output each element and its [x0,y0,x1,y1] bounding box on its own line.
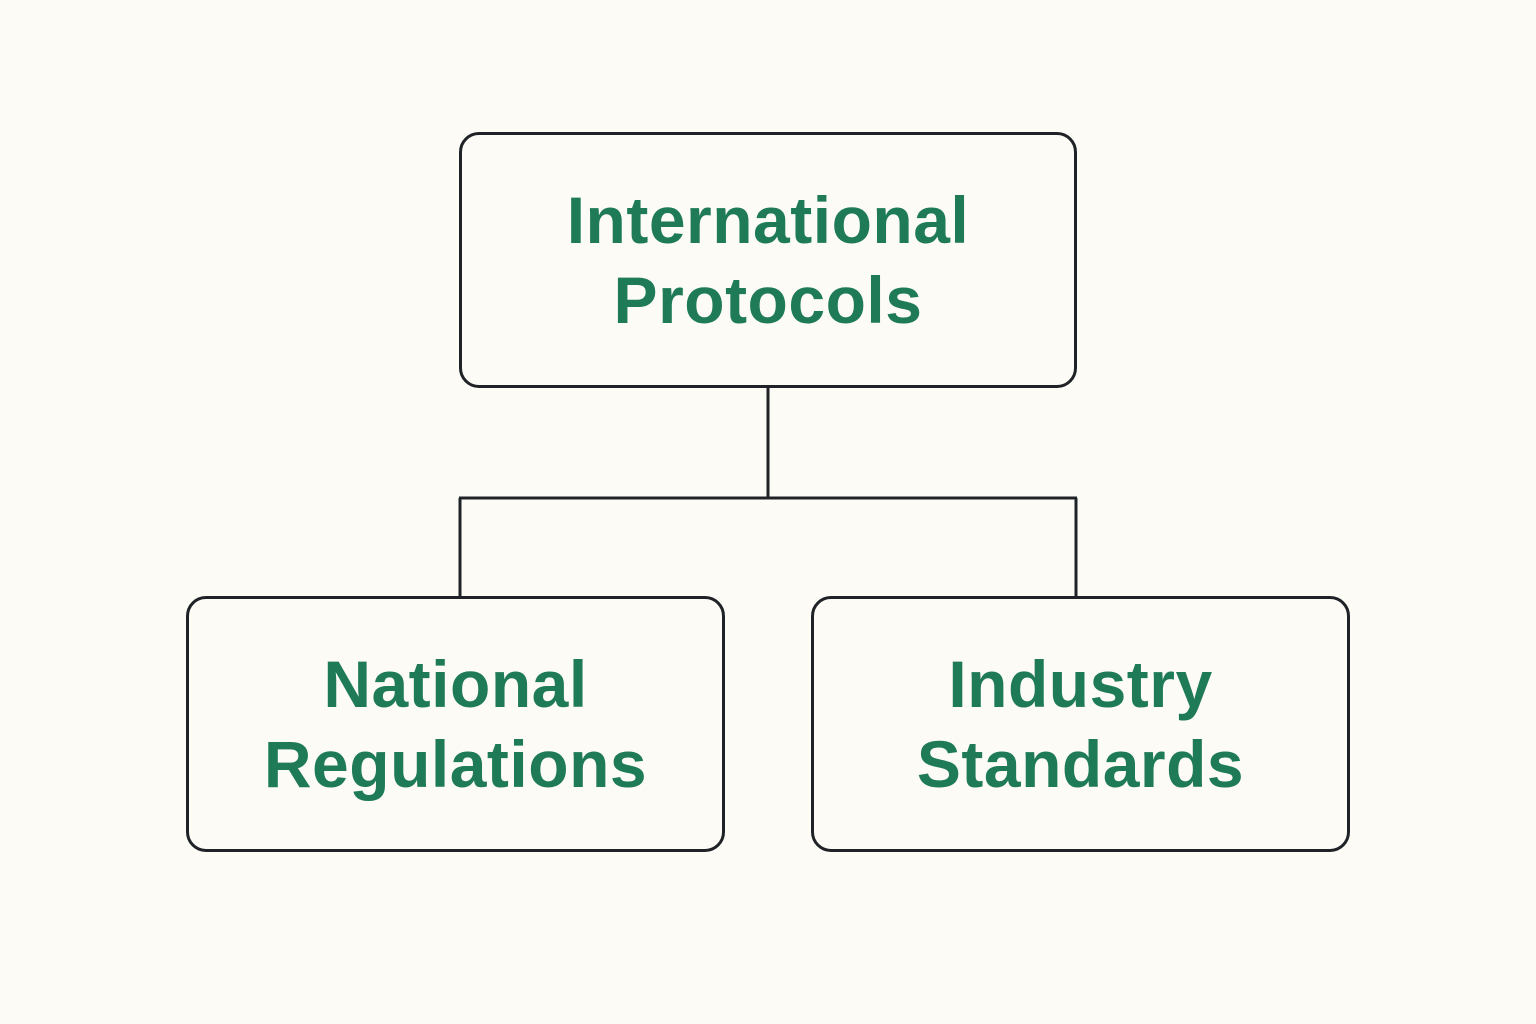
node-label-line: Industry [948,647,1213,721]
node-label-line: Standards [916,727,1245,801]
node-label-line: International [566,183,970,257]
node-international-protocols: International Protocols [459,132,1077,388]
node-label-line: National [323,647,588,721]
node-industry-standards: Industry Standards [811,596,1350,852]
node-national-regulations: National Regulations [186,596,725,852]
node-label-line: Regulations [263,727,648,801]
node-label-line: Protocols [613,263,923,337]
